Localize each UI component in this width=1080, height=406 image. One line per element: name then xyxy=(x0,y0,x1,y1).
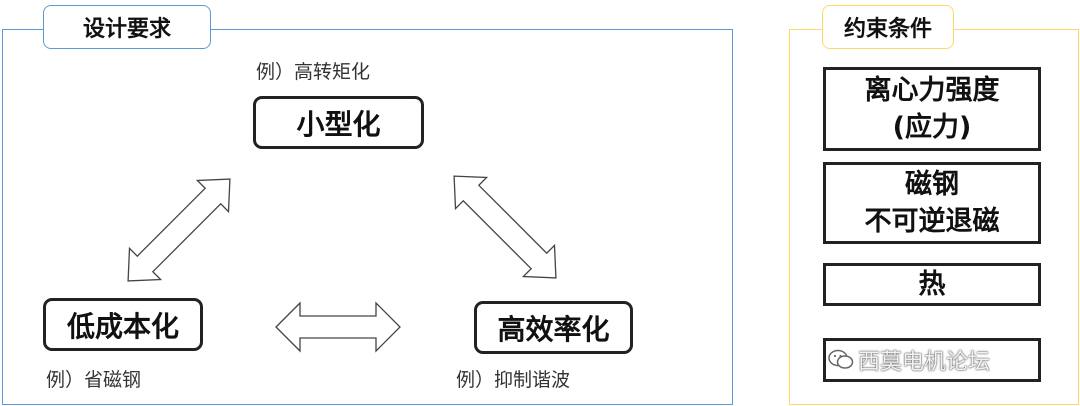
high-efficiency-example: 例）抑制谐波 xyxy=(456,369,571,391)
constraint-magnet-line2: 不可逆退磁 xyxy=(864,206,1000,237)
low-cost-example: 例）省磁钢 xyxy=(46,369,142,391)
miniaturization-example: 例）高转矩化 xyxy=(256,61,371,83)
constraint-magnet-line1: 磁钢 xyxy=(905,169,959,200)
constraint-heat-line1: 热 xyxy=(918,269,946,300)
watermark: 西莫电机论坛 xyxy=(828,338,990,382)
low-cost-box: 低成本化 xyxy=(43,298,203,351)
constraint-centrifugal-strength: 离心力强度 (应力) xyxy=(823,67,1041,151)
constraint-strength-line1: 离心力强度 xyxy=(864,75,1000,106)
watermark-text: 西莫电机论坛 xyxy=(858,350,991,375)
miniaturization-box: 小型化 xyxy=(253,96,424,149)
constraint-magnet-demagnetization: 磁钢 不可逆退磁 xyxy=(823,162,1041,244)
wechat-icon xyxy=(828,349,854,369)
high-efficiency-box: 高效率化 xyxy=(474,301,633,354)
constraints-tab: 约束条件 xyxy=(822,5,954,49)
design-requirements-panel xyxy=(2,29,733,405)
arrow-lowcost-efficiency xyxy=(275,301,401,353)
design-requirements-tab: 设计要求 xyxy=(43,5,211,49)
arrow-miniaturization-lowcost xyxy=(127,178,231,282)
arrow-miniaturization-efficiency xyxy=(453,175,557,279)
constraint-strength-line2: (应力) xyxy=(892,112,972,143)
constraint-heat: 热 xyxy=(823,263,1041,306)
constraint-obscured xyxy=(823,338,1041,382)
